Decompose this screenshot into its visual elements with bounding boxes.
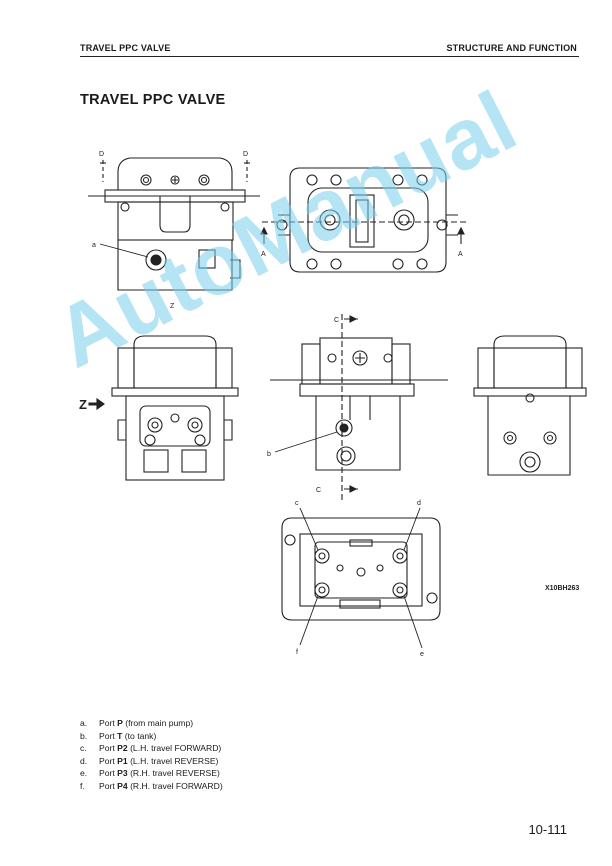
page-title: TRAVEL PPC VALVE (80, 92, 226, 108)
top-view: A A (260, 167, 466, 273)
running-header-right: STRUCTURE AND FUNCTION (446, 43, 577, 53)
section-label-c-bottom: C (316, 487, 321, 494)
header-rule (80, 56, 579, 57)
callout-c: c (295, 500, 299, 507)
side-view-z: Z (79, 335, 239, 481)
legend-item-d: d. Port P1 (L.H. travel REVERSE) (80, 755, 219, 766)
callout-a: a (92, 242, 96, 249)
running-header-left: TRAVEL PPC VALVE (80, 43, 171, 53)
bottom-view: c d f e (281, 500, 441, 658)
legend-item-b: b. Port T (to tank) (80, 730, 157, 741)
section-label-a-left: A (261, 251, 266, 258)
section-label-d-left: D (99, 151, 104, 158)
valve-drawing: D D a Z A A (79, 151, 587, 658)
legend-item-f: f. Port P4 (R.H. travel FORWARD) (80, 780, 223, 791)
callout-d: d (417, 500, 421, 507)
section-label-d-right: D (243, 151, 248, 158)
section-view-cc: C C b (267, 314, 448, 500)
legend-item-a: a. Port P (from main pump) (80, 718, 194, 728)
view-z-arrow-label: Z (79, 397, 87, 412)
view-label-z: Z (170, 303, 175, 310)
legend-item-e: e. Port P3 (R.H. travel REVERSE) (80, 768, 220, 779)
front-view: D D a Z (88, 151, 260, 310)
section-label-a-right: A (458, 251, 463, 258)
port-legend: a. Port P (from main pump) b. Port T (to… (80, 717, 223, 793)
legend-item-c: c. Port P2 (L.H. travel FORWARD) (80, 743, 222, 754)
section-label-c-top: C (334, 317, 339, 324)
callout-e: e (420, 651, 424, 658)
callout-f: f (296, 649, 298, 656)
end-view (473, 335, 587, 476)
figure-code: X10BH263 (545, 585, 579, 592)
callout-b: b (267, 451, 271, 458)
page-number: 10-111 (528, 822, 567, 837)
